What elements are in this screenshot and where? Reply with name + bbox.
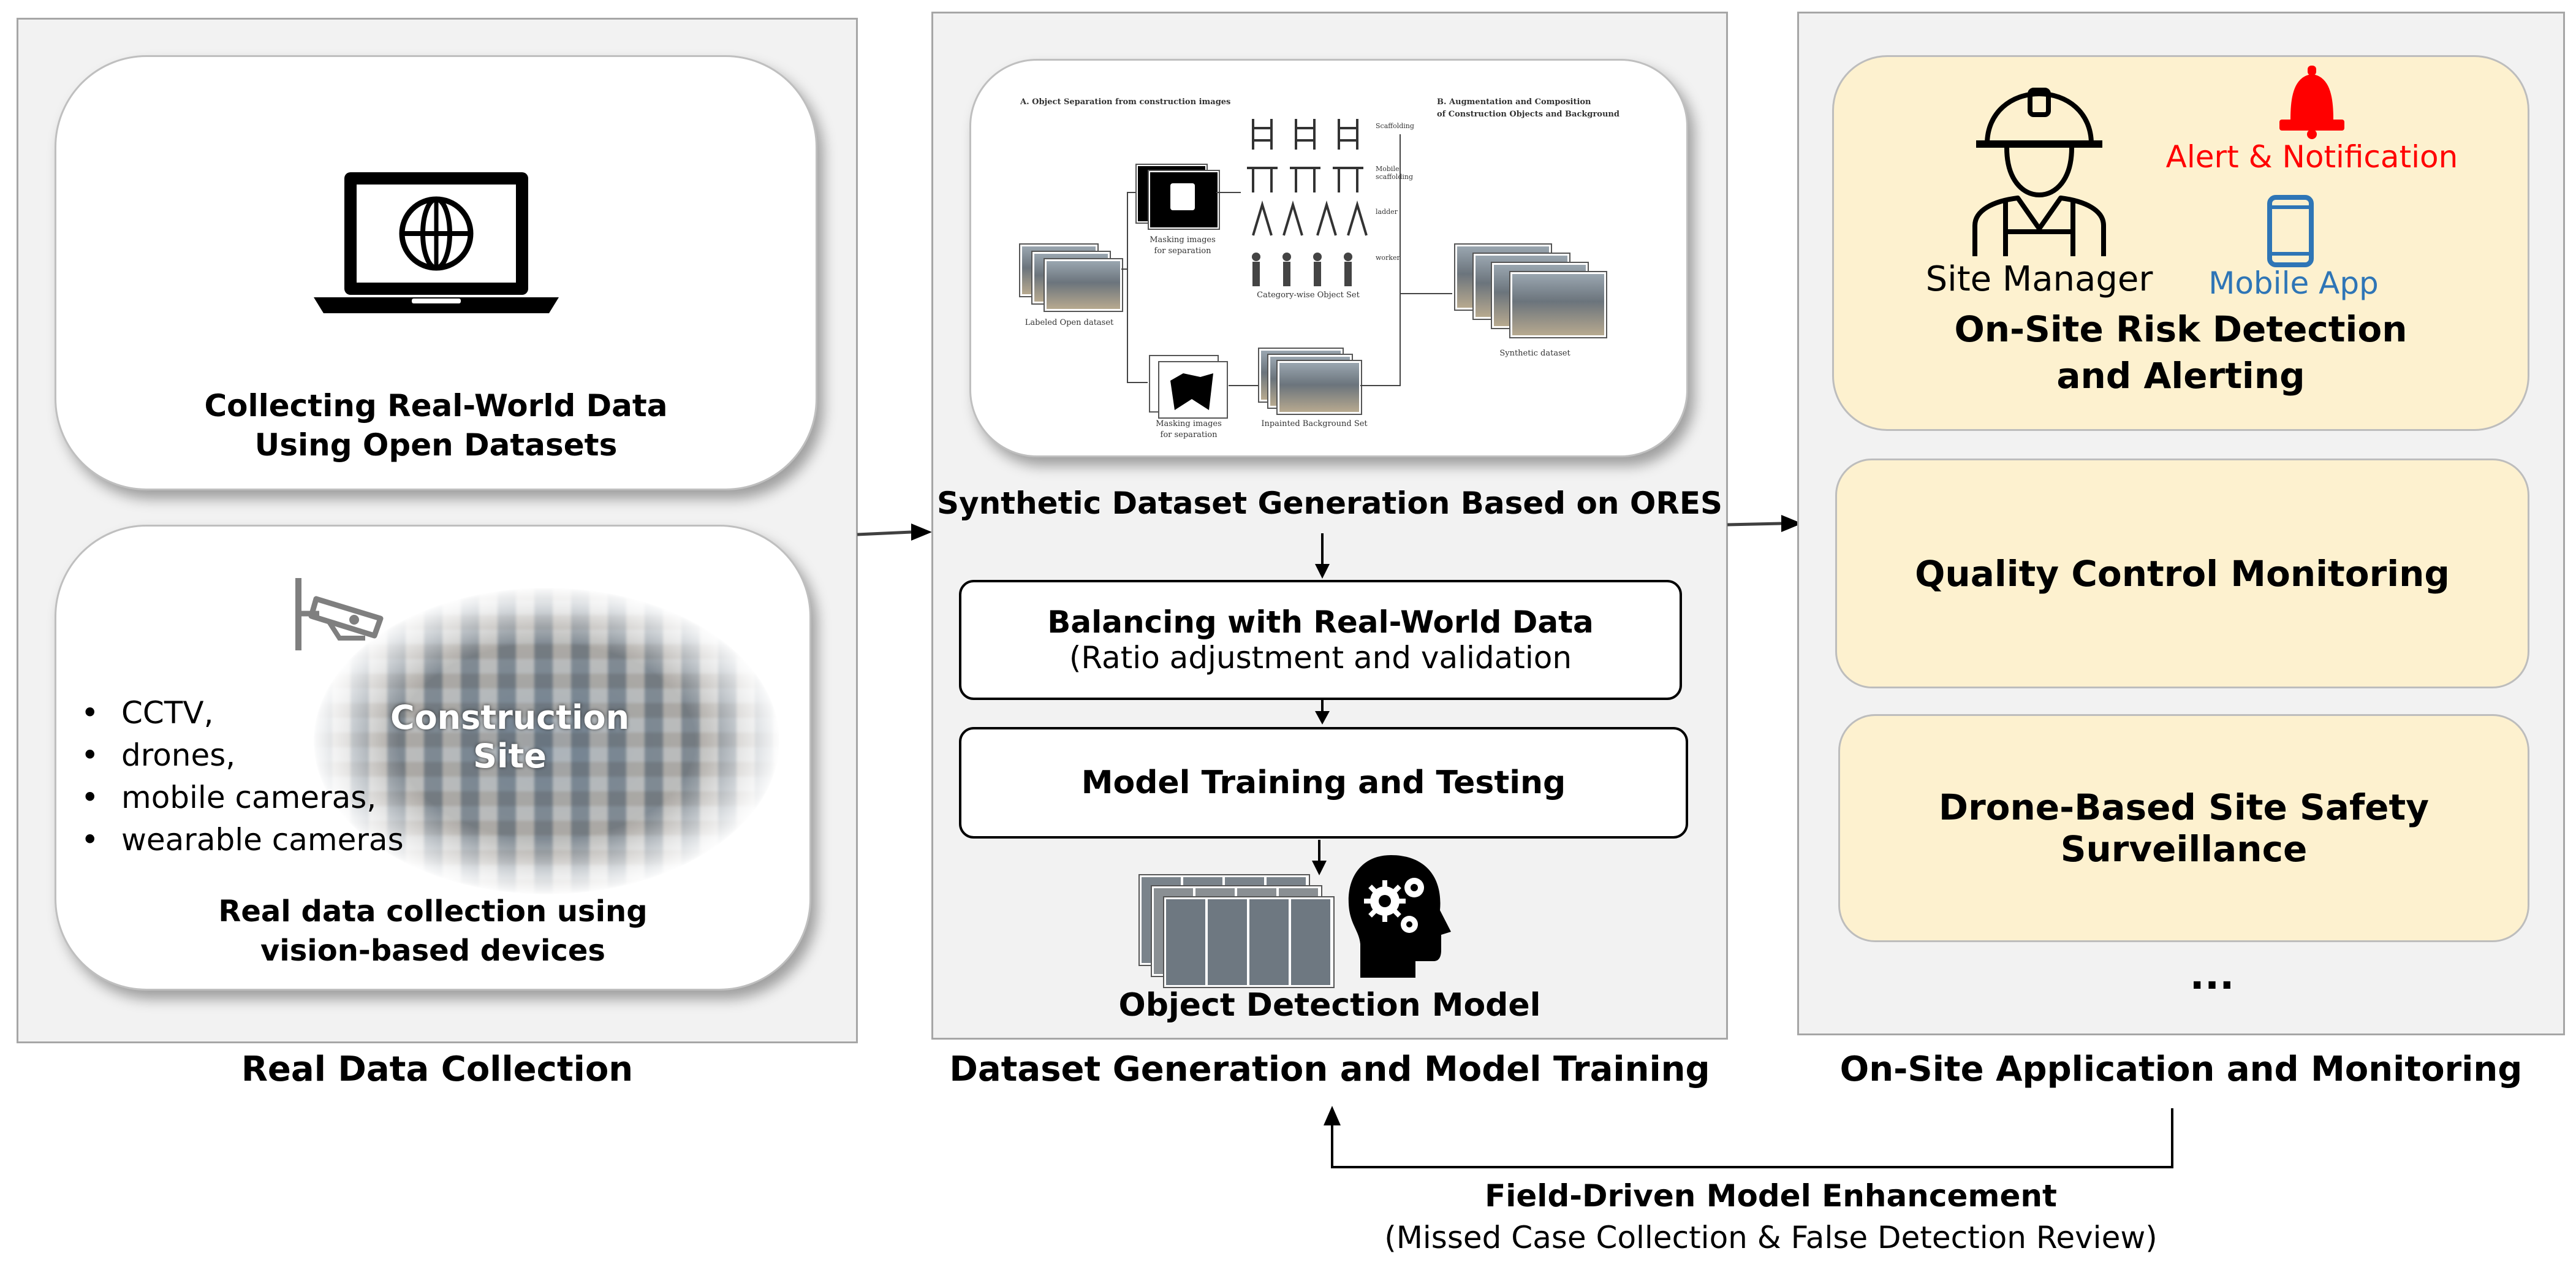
cctv-camera-icon <box>295 578 384 650</box>
mobile-app-label: Mobile App <box>2208 265 2379 301</box>
section-a-label: A. Object Separation from construction i… <box>1020 97 1231 107</box>
more-ellipsis: ... <box>2189 953 2235 999</box>
arrow-to-dataset <box>857 523 932 541</box>
category-label-scaffolding: Scaffolding <box>1376 122 1414 130</box>
section-b2-label: of Construction Objects and Background <box>1437 110 1619 119</box>
balancing-line1: Balancing with Real-World Data <box>1047 604 1594 640</box>
object-set-label: Category-wise Object Set <box>1257 291 1360 300</box>
vision-card-line2: vision-based devices <box>260 934 605 968</box>
open-dataset-card: Collecting Real-World Data Using Open Da… <box>55 55 817 490</box>
masking2-line1: Masking images <box>1156 419 1222 428</box>
construction-site-label: Construction Site <box>390 698 630 775</box>
device-item: •CCTV, <box>81 695 214 731</box>
model-dataset-thumb <box>1164 897 1333 987</box>
ai-head-gears-icon <box>1348 855 1451 978</box>
risk-detection-line2: and Alerting <box>2056 355 2305 397</box>
onsite-caption: On-Site Application and Monitoring <box>1839 1049 2523 1089</box>
masking1-line2: for separation <box>1154 246 1211 256</box>
balancing-line2: (Ratio adjustment and validation <box>1069 640 1572 676</box>
vision-devices-card: Construction Site •CCTV, •drones, •mobil… <box>55 525 811 991</box>
background-set-label: Inpainted Background Set <box>1261 419 1368 428</box>
arrow-down-3 <box>1312 840 1327 875</box>
vision-card-line1: Real data collection using <box>218 894 648 929</box>
arrow-down-2 <box>1315 699 1330 725</box>
synthetic-dataset-label: Synthetic dataset <box>1499 349 1570 358</box>
real-data-caption: Real Data Collection <box>241 1049 634 1089</box>
background-thumb <box>1278 361 1361 414</box>
synthetic-thumb <box>1510 272 1606 337</box>
category-label-ladder: ladder <box>1376 208 1398 216</box>
open-dataset-line1: Collecting Real-World Data <box>204 388 668 424</box>
risk-alert-box: Site Manager Alert & Notification Mobile… <box>1832 55 2529 431</box>
device-list: •CCTV, •drones, •mobile cameras, •wearab… <box>81 692 404 861</box>
masking2-line2: for separation <box>1160 430 1218 440</box>
balancing-box: Balancing with Real-World Data (Ratio ad… <box>959 580 1682 700</box>
arrow-down-1 <box>1315 533 1330 579</box>
training-box: Model Training and Testing <box>959 727 1688 839</box>
section-b-label: B. Augmentation and Composition <box>1437 97 1591 107</box>
site-manager-icon <box>1972 88 2106 256</box>
laptop-globe-icon <box>314 172 559 313</box>
figure-connectors <box>1121 134 1452 386</box>
arrow-to-onsite <box>1727 515 1802 532</box>
synthetic-title: Synthetic Dataset Generation Based on OR… <box>936 485 1723 521</box>
device-item: •mobile cameras, <box>81 780 377 815</box>
open-dataset-line2: Using Open Datasets <box>254 427 618 463</box>
model-dataset-stack <box>1140 875 1336 987</box>
ores-figure-card: A. Object Separation from construction i… <box>969 59 1688 457</box>
labeled-dataset-thumb <box>1045 259 1122 311</box>
dataset-caption: Dataset Generation and Model Training <box>949 1049 1710 1089</box>
feedback-loop-arrow <box>1324 1106 2173 1168</box>
construction-site-photo <box>314 588 779 894</box>
mask-shape <box>1170 183 1195 210</box>
category-label-mobile-scaffolding: Mobile scaffolding <box>1376 165 1414 181</box>
device-item: •drones, <box>81 737 236 773</box>
smartphone-icon <box>2267 195 2314 267</box>
quality-control-box: Quality Control Monitoring <box>1835 459 2529 688</box>
drone-surveillance-line2: Surveillance <box>2060 828 2308 870</box>
object-set-figure <box>1247 119 1368 286</box>
category-label-worker: worker <box>1376 254 1400 262</box>
drone-surveillance-line1: Drone-Based Site Safety <box>1938 786 2430 828</box>
drone-surveillance-box: Drone-Based Site Safety Surveillance <box>1838 714 2529 942</box>
alert-label: Alert & Notification <box>2165 139 2458 175</box>
quality-control-label: Quality Control Monitoring <box>1915 552 2450 595</box>
site-manager-label: Site Manager <box>1925 259 2153 299</box>
training-label: Model Training and Testing <box>1081 764 1566 801</box>
feedback-title: Field-Driven Model Enhancement <box>1485 1178 2057 1214</box>
device-item: •wearable cameras <box>81 822 404 858</box>
model-label: Object Detection Model <box>1118 987 1541 1024</box>
alarm-bell-icon <box>2279 66 2344 139</box>
masking1-line1: Masking images <box>1150 235 1216 245</box>
labeled-dataset-label: Labeled Open dataset <box>1025 318 1114 327</box>
risk-detection-line1: On-Site Risk Detection <box>1954 308 2407 350</box>
feedback-subtitle: (Missed Case Collection & False Detectio… <box>1384 1220 2157 1255</box>
